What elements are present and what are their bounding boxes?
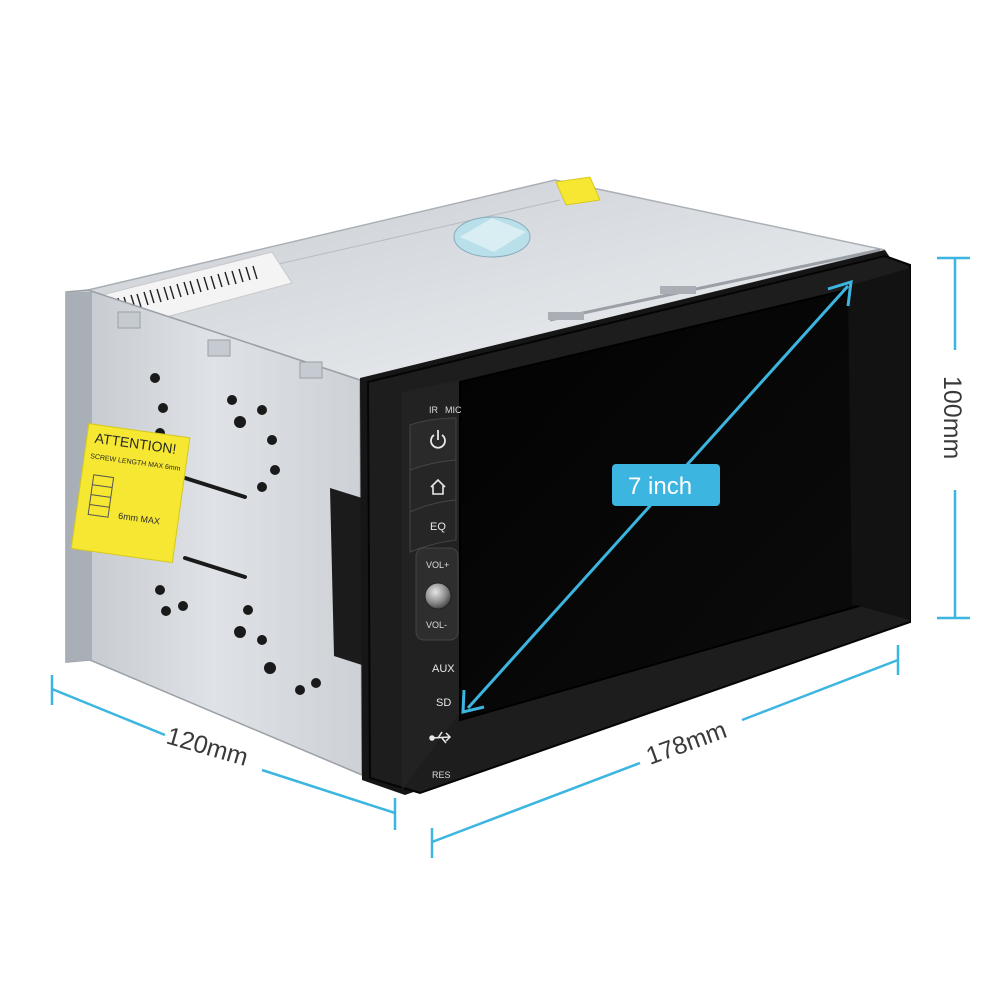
depth-dimension — [50, 675, 397, 830]
attention-label: ATTENTION! SCREW LENGTH MAX 6mm 6mm MAX — [70, 423, 191, 564]
eq-label: EQ — [430, 521, 446, 533]
chassis-side — [65, 289, 363, 777]
vol-down-label: VOL- — [426, 620, 447, 630]
height-dimension — [937, 256, 970, 620]
screen-size-callout: 7 inch — [612, 464, 720, 506]
side-bracket — [330, 488, 362, 665]
power-icon — [430, 430, 446, 449]
ir-label: IR — [429, 405, 439, 415]
depth-dimension-label: 120mm — [163, 722, 251, 772]
qa-sticker — [453, 216, 531, 258]
aux-port-label: AUX — [432, 663, 455, 675]
volume-knob[interactable]: VOL+ VOL- — [415, 547, 459, 641]
front-bezel — [360, 250, 911, 795]
yellow-corner-tag — [555, 176, 601, 206]
width-dimension-label: 178mm — [642, 716, 730, 771]
sd-slot-label: SD — [436, 697, 451, 709]
reset-label: RES — [432, 770, 451, 780]
usb-icon — [429, 731, 452, 744]
home-icon — [430, 478, 446, 495]
vol-up-label: VOL+ — [426, 560, 449, 570]
mic-label: MIC — [445, 405, 462, 415]
eq-button[interactable]: EQ — [409, 499, 457, 553]
buttons: IR MIC EQ VOL+ VOL- — [409, 405, 462, 780]
width-dimension — [430, 645, 900, 858]
height-dimension-label: 100mm — [938, 376, 966, 459]
screen-size-text: 7 inch — [628, 473, 692, 500]
